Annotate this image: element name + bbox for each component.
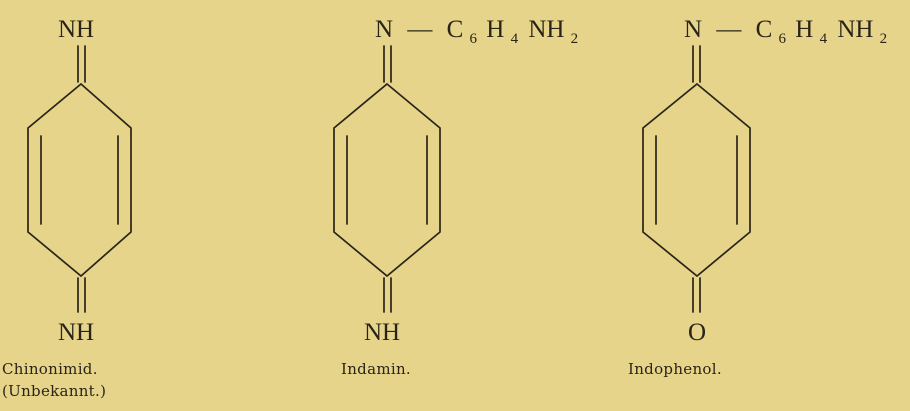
top-substituent-label: N — C 6 H 4 NH 2 [375,16,578,49]
benzene-ring [333,82,441,278]
top-substituent-label: N — C 6 H 4 NH 2 [684,16,887,49]
caption-line-1: Indamin. [341,360,411,378]
structure-indophenol: N — C 6 H 4 NH 2 O Indophenol. [628,16,887,378]
bottom-atom-label: NH [364,319,400,346]
caption-line-2: (Unbekannt.) [2,382,106,400]
top-atom-label: NH [58,16,94,43]
bottom-atom-label: O [688,319,706,346]
caption-line-1: Chinonimid. [2,360,98,378]
caption-line-1: Indophenol. [628,360,722,378]
structure-chinonimid: NH NH Chinonimid. (Unbekannt.) [2,16,132,400]
benzene-ring [27,82,132,278]
benzene-ring [642,82,751,278]
bottom-atom-label: NH [58,319,94,346]
structure-indamin: N — C 6 H 4 NH 2 NH Indamin. [333,16,578,378]
